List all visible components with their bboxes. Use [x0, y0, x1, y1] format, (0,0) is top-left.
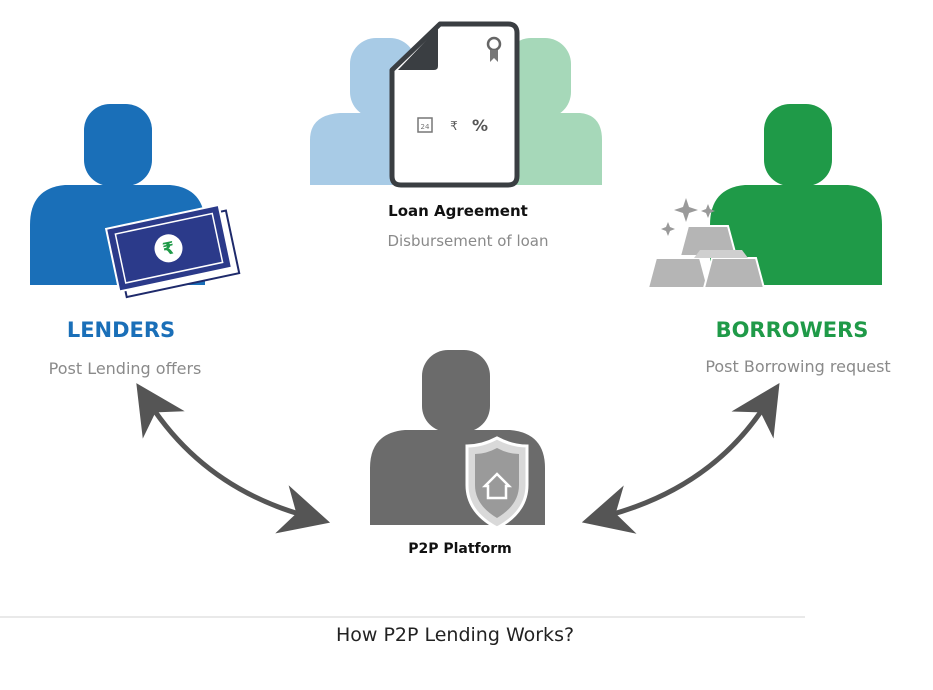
lender-platform-arrow — [136, 383, 331, 534]
lenders-group: ₹ LENDERS Post Lending offers — [30, 104, 241, 378]
loan-agreement-group: 24 ₹ % Loan Agreement Disbursement of lo… — [310, 21, 602, 250]
calendar-icon — [417, 117, 433, 133]
gold-bars-icon — [646, 225, 766, 289]
sparkle-icon — [661, 198, 715, 236]
rupee-symbol: ₹ — [161, 238, 177, 260]
diagram-caption: How P2P Lending Works? — [336, 624, 574, 646]
borrowers-title: BORROWERS — [716, 318, 869, 342]
borrowers-subtitle: Post Borrowing request — [705, 357, 890, 376]
money-bills-icon: ₹ — [104, 203, 241, 299]
borrower-platform-arrow — [581, 382, 780, 534]
loan-agreement-title: Loan Agreement — [388, 202, 528, 220]
calendar-day: 24 — [421, 123, 430, 131]
loan-agreement-subtitle: Disbursement of loan — [387, 232, 548, 250]
shield-home-icon — [465, 436, 529, 530]
platform-group: P2P Platform — [370, 350, 545, 557]
lenders-subtitle: Post Lending offers — [49, 359, 202, 378]
document-icon: 24 ₹ % — [389, 21, 520, 188]
percent-icon: % — [472, 116, 488, 135]
rupee-icon: ₹ — [450, 119, 458, 133]
lenders-title: LENDERS — [67, 318, 175, 342]
borrowers-group: BORROWERS Post Borrowing request — [646, 104, 891, 376]
platform-title: P2P Platform — [408, 541, 512, 557]
